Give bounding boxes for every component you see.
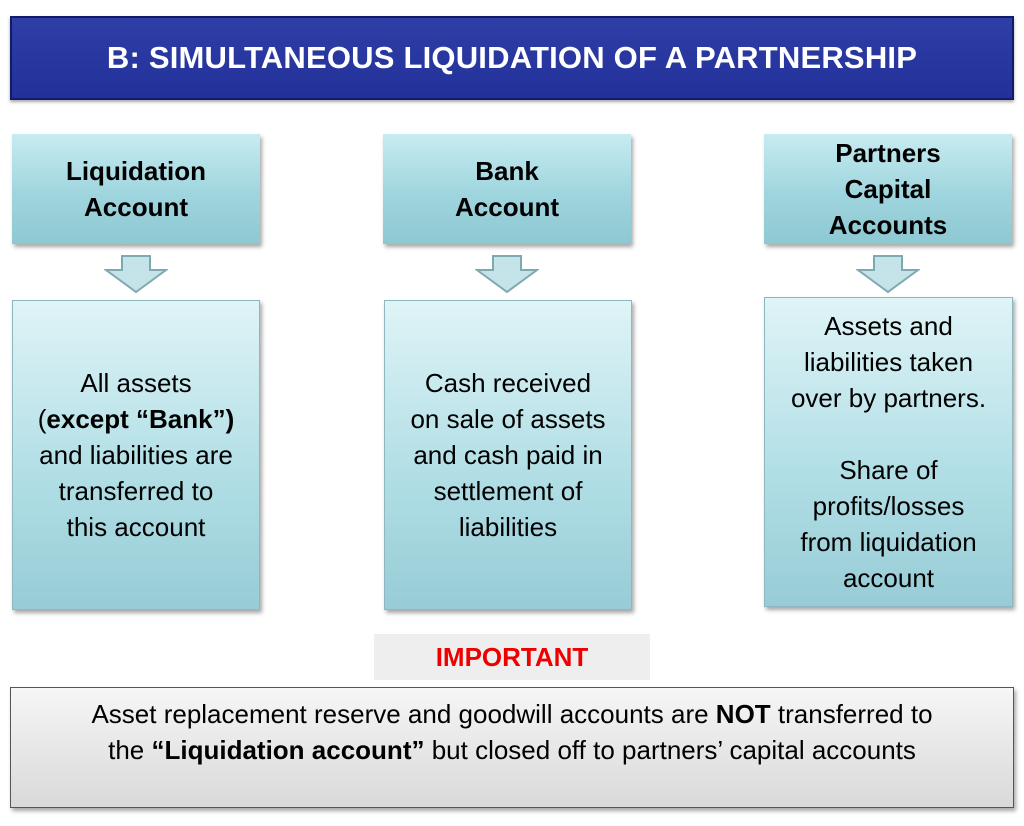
header-line: Partners [835, 138, 941, 168]
down-arrow-icon [475, 255, 539, 294]
description-line: liabilities [458, 512, 558, 542]
partners-capital-description: Assets and liabilities taken over by par… [764, 297, 1013, 607]
description-line: Share of [839, 455, 938, 485]
description-line: All assets [80, 368, 192, 398]
down-arrow-icon [104, 255, 168, 294]
header-line: Bank [475, 156, 539, 186]
note-text: Asset replacement reserve and goodwill a… [91, 699, 716, 729]
liquidation-account-header: Liquidation Account [12, 134, 260, 244]
important-note: Asset replacement reserve and goodwill a… [10, 687, 1014, 808]
description-line: this account [66, 512, 206, 542]
header-line: Account [455, 192, 559, 222]
description-line: Assets and [824, 311, 953, 341]
header-line: Liquidation [65, 156, 207, 186]
description-line: and liabilities are [39, 440, 233, 470]
description-line: profits/losses [812, 491, 965, 521]
description-line: settlement of [433, 476, 583, 506]
bank-account-description: Cash received on sale of assets and cash… [384, 300, 632, 610]
description-text: ( [37, 404, 47, 434]
spacer [765, 416, 1012, 452]
down-arrow-icon [856, 255, 920, 294]
note-text: transferred to [770, 699, 933, 729]
page-title: B: SIMULTANEOUS LIQUIDATION OF A PARTNER… [106, 40, 918, 75]
description-line: from liquidation [800, 527, 977, 557]
description-line: transferred to [58, 476, 214, 506]
note-bold-text: “Liquidation account” [151, 735, 425, 765]
header-line: Capital [844, 174, 932, 204]
note-text: but closed off to partners’ capital acco… [424, 735, 916, 765]
note-line: the “Liquidation account” but closed off… [11, 732, 1013, 768]
description-line: (except “Bank”) [13, 401, 259, 437]
title-bar: B: SIMULTANEOUS LIQUIDATION OF A PARTNER… [10, 16, 1014, 100]
description-bold-text: except “Bank”) [46, 404, 235, 434]
description-line: on sale of assets [410, 404, 606, 434]
partners-capital-accounts-header: Partners Capital Accounts [764, 134, 1012, 244]
header-line: Accounts [828, 210, 948, 240]
header-line: Account [84, 192, 188, 222]
liquidation-account-description: All assets (except “Bank”) and liabiliti… [12, 300, 260, 610]
note-text: the [108, 735, 152, 765]
description-line: over by partners. [790, 383, 987, 413]
important-label: IMPORTANT [435, 641, 589, 672]
description-line: account [842, 563, 935, 593]
important-label-box: IMPORTANT [374, 634, 650, 680]
note-line: Asset replacement reserve and goodwill a… [11, 696, 1013, 732]
bank-account-header: Bank Account [383, 134, 631, 244]
description-line: liabilities taken [803, 347, 974, 377]
description-line: Cash received [424, 368, 592, 398]
note-bold-text: NOT [715, 699, 771, 729]
description-line: and cash paid in [413, 440, 603, 470]
